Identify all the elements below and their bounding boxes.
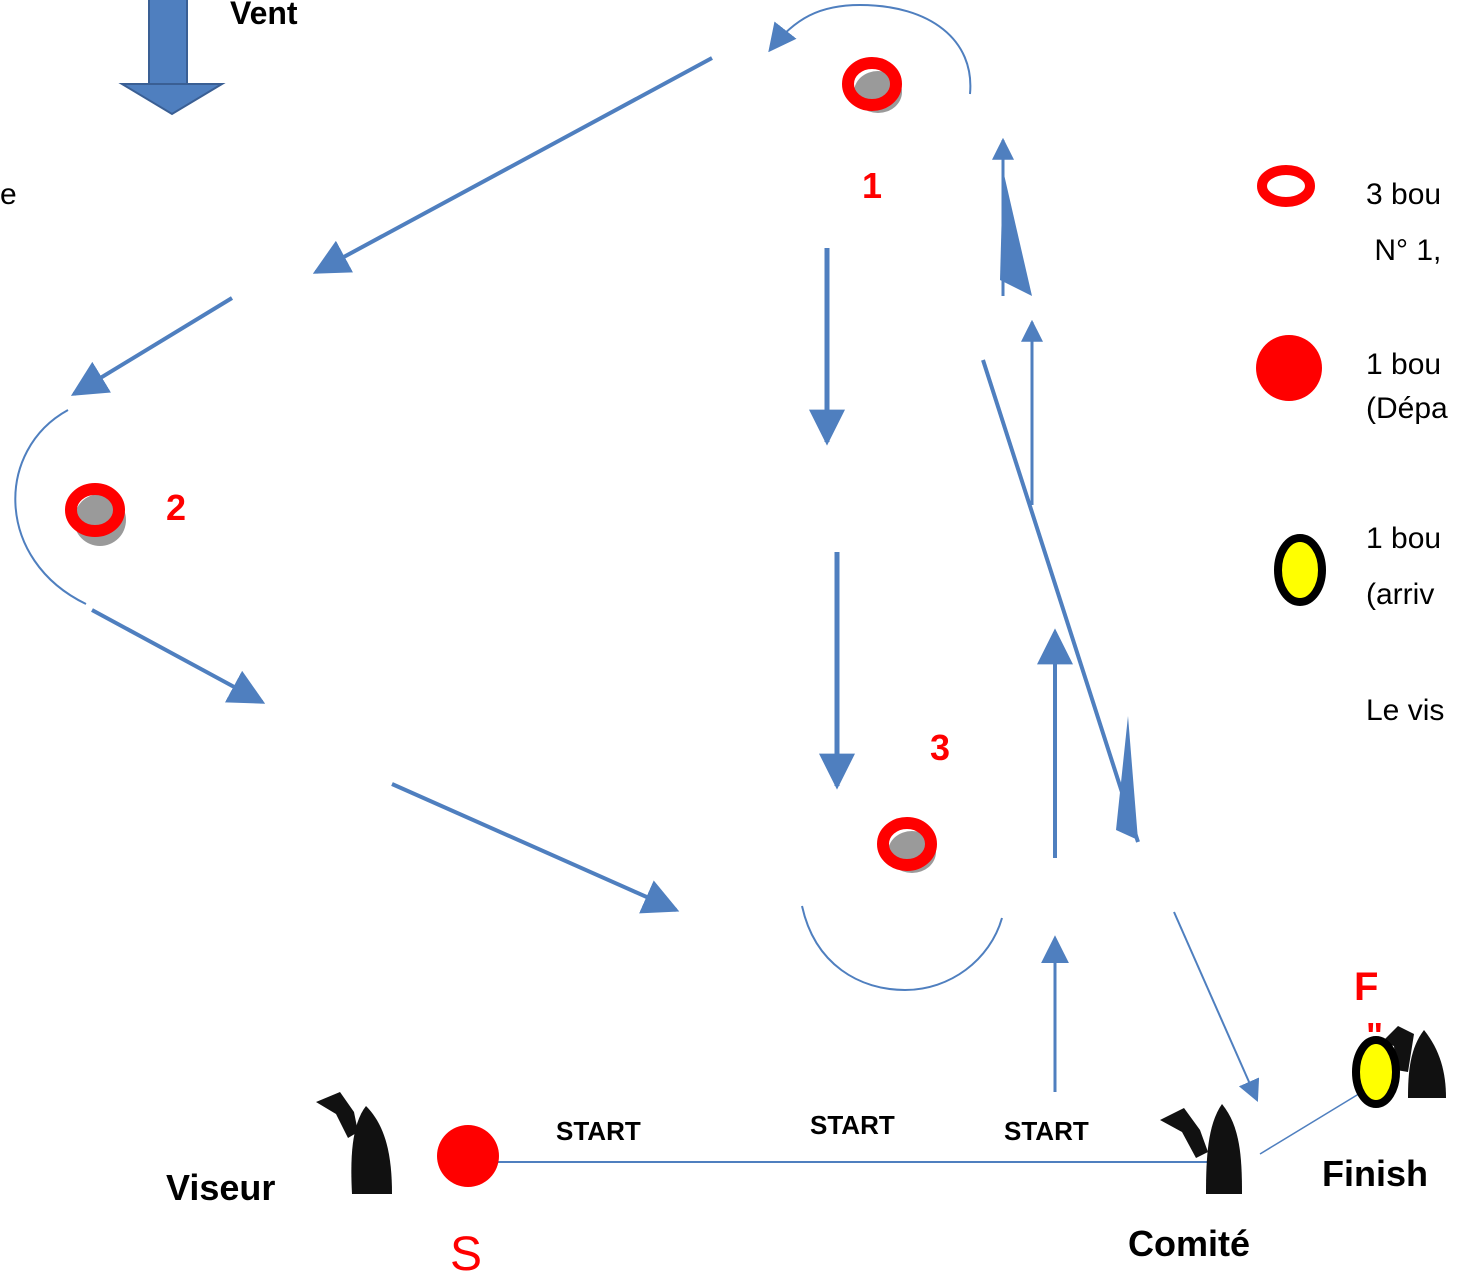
red-ring-buoy-icon xyxy=(1257,165,1315,207)
legend-item-2-line1: 1 bou xyxy=(1366,348,1441,381)
mark-3-buoy-icon xyxy=(877,817,937,873)
legend-item-1-line2: N° 1, xyxy=(1366,234,1441,267)
legend: 3 bou N° 1, 1 bou (Dépa 1 bou (arriv Le … xyxy=(1256,165,1448,727)
rounding-arc-mark-1 xyxy=(768,3,972,95)
wind-label: Vent xyxy=(230,0,298,31)
rounding-arc-mark-2 xyxy=(14,409,87,605)
finish-line xyxy=(1259,1091,1363,1155)
mark-1-label: 1 xyxy=(862,165,882,206)
finish-buoy-icon xyxy=(1352,1036,1400,1108)
finish-mark-sublabel: " xyxy=(1366,1015,1383,1056)
legend-item-4-line1: Le vis xyxy=(1366,694,1444,727)
finish-label: Finish xyxy=(1322,1153,1428,1194)
leg-1-to-2-lower xyxy=(70,296,234,396)
mark-2-buoy-icon xyxy=(65,483,126,546)
viseur-boat-icon xyxy=(316,1092,392,1194)
legend-item-1-line1: 3 bou xyxy=(1366,178,1441,211)
comite-label: Comité xyxy=(1128,1223,1250,1264)
start-mark-label: S xyxy=(450,1228,482,1281)
wedge-lower xyxy=(1116,716,1138,840)
start-label-left: START xyxy=(556,1116,641,1146)
start-label-right: START xyxy=(1004,1116,1089,1146)
start-label-middle: START xyxy=(810,1110,895,1140)
mark-3-label: 3 xyxy=(930,727,950,768)
viseur-label: Viseur xyxy=(166,1167,275,1208)
course-arrows xyxy=(70,56,1260,1103)
yellow-buoy-icon xyxy=(1274,534,1326,606)
comite-boat-icon xyxy=(1160,1104,1242,1194)
finish-boat-icon xyxy=(1382,1026,1446,1098)
wedge-upper xyxy=(1000,170,1032,296)
legend-item-3-line1: 1 bou xyxy=(1366,522,1441,555)
leg-to-finish xyxy=(1173,911,1260,1103)
leg-2-to-3-upper xyxy=(91,608,266,704)
leg-1-to-2-upper xyxy=(312,56,713,274)
wind-arrow-icon xyxy=(118,0,226,116)
red-solid-buoy-icon xyxy=(1256,335,1322,401)
legend-item-2-line2: (Dépa xyxy=(1366,392,1448,425)
leg-2-to-3-lower xyxy=(391,782,680,914)
mark-1-buoy-icon xyxy=(842,57,902,113)
left-edge-text: e xyxy=(0,178,17,211)
mark-2-label: 2 xyxy=(166,487,186,528)
start-buoy-icon xyxy=(437,1125,499,1187)
finish-mark-label: F xyxy=(1354,965,1378,1009)
rounding-arc-mark-3 xyxy=(801,905,1003,992)
leg-1-to-finish-long xyxy=(981,359,1140,843)
legend-item-3-line2: (arriv xyxy=(1366,578,1434,611)
